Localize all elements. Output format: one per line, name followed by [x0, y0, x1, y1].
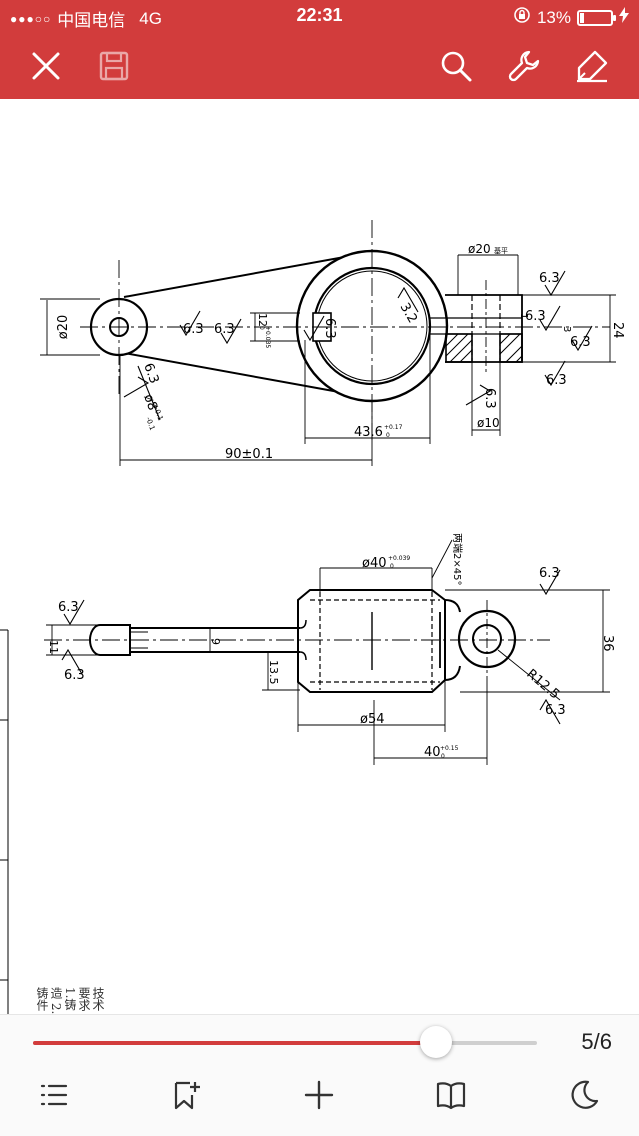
night-mode-button[interactable]	[562, 1073, 606, 1117]
rough-fv-63-a: 6.3	[58, 600, 79, 615]
top-view: ø20 ø20 基平 6.3 6.3 6.3 3.2 6.3 6.3 6.3 6…	[40, 220, 625, 466]
dim-len436-tol2: 0	[386, 432, 390, 439]
list-icon	[40, 1084, 68, 1106]
bookmark-add-icon	[174, 1081, 200, 1110]
save-button[interactable]	[94, 46, 134, 86]
rough-63-a: 6.3	[183, 322, 204, 337]
battery-percent: 13%	[536, 7, 571, 27]
close-button[interactable]	[26, 46, 66, 86]
signal-dots-icon: ●●●○○	[10, 11, 52, 26]
annotate-button[interactable]	[572, 46, 612, 86]
dim-h135: 13.5	[267, 660, 280, 685]
dim-len436-tol: +0.17	[384, 424, 403, 431]
rough-fv-63-b: 6.3	[64, 668, 85, 683]
dim-d3: 3	[561, 326, 572, 332]
save-icon	[99, 51, 129, 81]
page-slider-fill	[33, 1041, 437, 1045]
front-view: ø40 +0.039 0 两端2×45° 6.3 6.3 6.3 6.3 11 …	[44, 533, 615, 765]
dim-d40: ø40	[362, 556, 387, 571]
dim-w12-tol2: 0	[258, 326, 265, 330]
contents-button[interactable]	[32, 1073, 76, 1117]
close-icon	[32, 52, 60, 80]
dim-d20-left: ø20	[56, 315, 71, 340]
book-icon	[436, 1082, 466, 1110]
dim-len40-tol: +0.15	[440, 745, 459, 752]
dim-len90: 90±0.1	[225, 447, 273, 462]
plus-icon	[304, 1080, 334, 1110]
dim-h9: 9	[209, 638, 222, 645]
engineering-drawing: ø20 ø20 基平 6.3 6.3 6.3 3.2 6.3 6.3 6.3 6…	[0, 220, 625, 1014]
dim-d20-top-suffix: 基平	[494, 246, 508, 255]
search-icon	[441, 51, 472, 82]
toolbar	[0, 34, 639, 99]
bottom-bar: 5/6	[0, 1014, 639, 1136]
dim-len436: 43.6	[354, 425, 383, 440]
top-bar: ●●●○○ 中国电信 4G 22:31 13%	[0, 0, 639, 99]
dim-w12-tol: +0.035	[264, 326, 271, 348]
dim-d10: ø10	[477, 416, 500, 430]
status-right: 13%	[513, 6, 629, 29]
dim-r125: R12.5	[523, 667, 562, 703]
rough-63-b: 6.3	[214, 322, 235, 337]
battery-fill	[580, 12, 584, 23]
rough-63-small: 6.3	[140, 361, 161, 386]
rough-63-d: 6.3	[539, 271, 560, 286]
rough-63-c: 6.3	[322, 318, 337, 339]
status-left: ●●●○○ 中国电信 4G	[10, 6, 162, 31]
dim-d40-tol2: 0	[390, 563, 394, 570]
moon-icon	[571, 1080, 599, 1109]
battery-icon	[577, 9, 616, 26]
dim-h24: 24	[610, 322, 625, 339]
dim-w12: 12	[256, 313, 269, 327]
dim-d40-tol: +0.039	[388, 555, 410, 562]
status-time: 22:31	[296, 5, 343, 25]
dim-h11: 11	[47, 640, 60, 654]
dim-d8: ø8	[140, 392, 160, 412]
document-page[interactable]: ø20 ø20 基平 6.3 6.3 6.3 3.2 6.3 6.3 6.3 6…	[0, 99, 639, 1014]
rough-fv-63-d: 6.3	[545, 703, 566, 718]
rough-63-g: 6.3	[546, 373, 567, 388]
dim-len40-tol2: 0	[441, 753, 445, 760]
page-indicator: 5/6	[581, 1029, 612, 1054]
orientation-lock-icon	[513, 6, 531, 29]
dim-d8-tol2: -0.1	[144, 416, 156, 432]
wrench-icon	[508, 50, 540, 82]
status-bar: ●●●○○ 中国电信 4G 22:31 13%	[0, 0, 639, 34]
carrier-label: 中国电信	[57, 11, 126, 30]
frame-edge	[0, 629, 9, 1014]
page-slider-thumb[interactable]	[420, 1026, 453, 1058]
technical-notes: 技术要求 1.铸造 2.铸件	[35, 987, 105, 1014]
search-button[interactable]	[436, 46, 476, 86]
add-button[interactable]	[297, 1073, 341, 1117]
dim-h36: 36	[600, 635, 615, 652]
rough-63-h: 6.3	[482, 388, 497, 409]
pen-icon	[577, 50, 608, 83]
tools-button[interactable]	[504, 46, 544, 86]
charging-icon	[619, 7, 629, 28]
add-bookmark-button[interactable]	[164, 1073, 208, 1117]
dim-d1: 1	[518, 313, 529, 319]
rough-63-f: 6.3	[570, 335, 591, 350]
network-label: 4G	[139, 8, 162, 28]
page-slider[interactable]	[33, 1026, 537, 1058]
dim-chamfer: 两端2×45°	[451, 533, 464, 585]
dim-d20-top: ø20	[468, 242, 491, 256]
dim-d54: ø54	[360, 712, 385, 727]
rough-63-e: 6.3	[525, 309, 546, 324]
reading-mode-button[interactable]	[429, 1073, 473, 1117]
rough-fv-63-c: 6.3	[539, 566, 560, 581]
dim-len40: 40	[424, 745, 441, 760]
